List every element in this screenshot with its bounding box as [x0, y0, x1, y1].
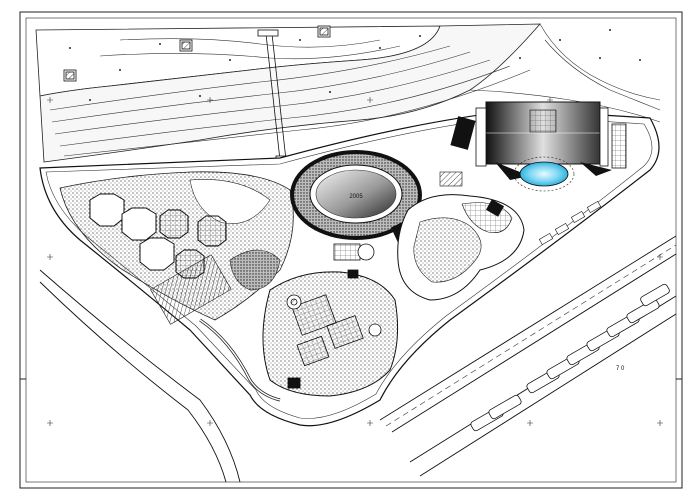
pavilion-icon: [63, 25, 331, 82]
drawing-note: 7 0: [616, 366, 625, 372]
river-hills: [35, 23, 661, 167]
stadium-label: 2005: [349, 194, 363, 200]
contour-line: [49, 23, 661, 157]
sheet-frame: [19, 11, 683, 489]
exhibition-hall: [450, 101, 627, 180]
parking-lot: [470, 283, 670, 432]
tree-symbol: [69, 29, 641, 101]
stadium: 2005: [290, 150, 422, 240]
central-structures: [286, 294, 382, 389]
hatch-pattern: [150, 254, 232, 325]
water-pool: [519, 161, 569, 187]
service-blocks: [538, 200, 602, 246]
